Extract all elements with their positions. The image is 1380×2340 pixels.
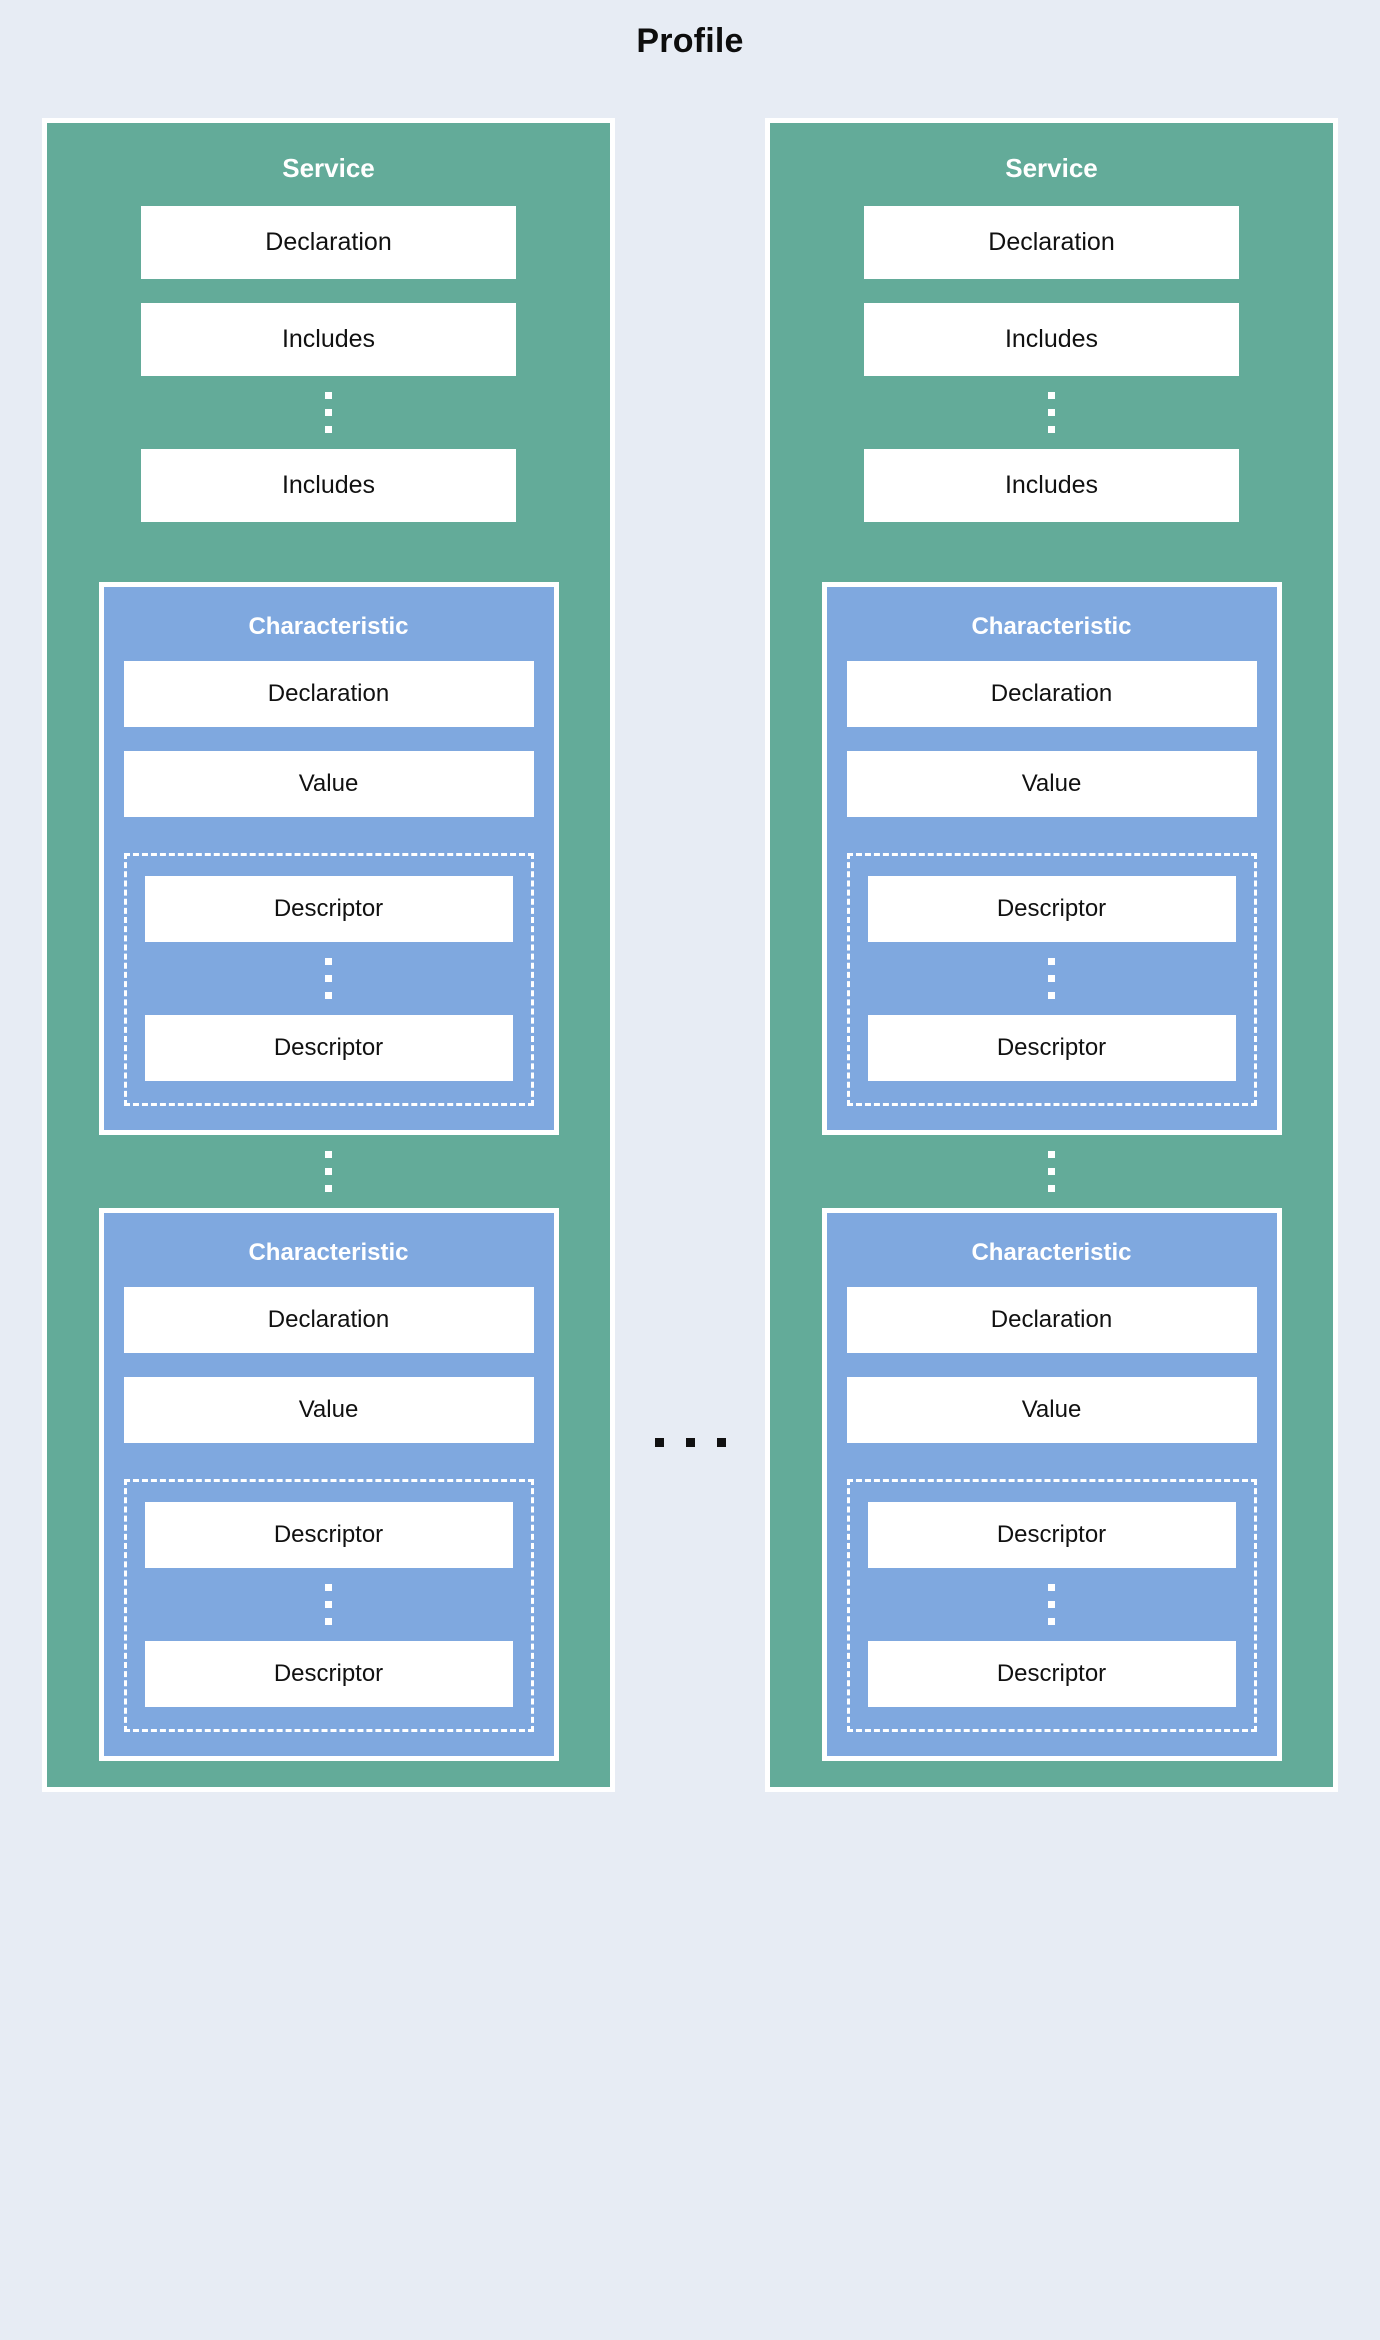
characteristic-box-last: Characteristic Declaration Value Descrip…	[821, 1208, 1282, 1761]
service-includes-box-first: Includes	[141, 303, 516, 376]
ellipsis-dot	[325, 1618, 332, 1625]
ellipsis-dot	[1048, 409, 1055, 416]
ellipsis-dot	[325, 992, 332, 999]
ellipsis-dot	[325, 975, 332, 982]
characteristic-title: Characteristic	[248, 1239, 409, 1266]
ellipsis-dot	[716, 1438, 726, 1447]
characteristic-declaration-box: Declaration	[123, 1287, 534, 1353]
ellipsis-dot	[1048, 1618, 1055, 1625]
vertical-ellipsis-icon	[1048, 942, 1055, 1015]
ellipsis-dot	[1048, 958, 1055, 965]
ellipsis-dot	[1048, 1185, 1055, 1192]
ellipsis-dot	[325, 426, 332, 433]
service-box-left: Service Declaration Includes Includes Ch…	[42, 118, 615, 1792]
descriptor-box-first: Descriptor	[867, 876, 1236, 942]
service-title: Service	[1005, 153, 1098, 183]
service-box-right: Service Declaration Includes Includes Ch…	[765, 118, 1338, 1792]
characteristic-declaration-box: Declaration	[846, 1287, 1257, 1353]
descriptor-box-last: Descriptor	[867, 1641, 1236, 1707]
ellipsis-dot	[1048, 1601, 1055, 1608]
ellipsis-dot	[685, 1438, 695, 1447]
vertical-ellipsis-icon	[1048, 376, 1055, 449]
ellipsis-dot	[325, 1151, 332, 1158]
characteristic-value-box: Value	[846, 1377, 1257, 1443]
descriptor-box-first: Descriptor	[144, 1502, 513, 1568]
ellipsis-dot	[325, 1601, 332, 1608]
characteristic-title: Characteristic	[971, 613, 1132, 640]
ellipsis-dot	[325, 1185, 332, 1192]
service-includes-box-first: Includes	[864, 303, 1239, 376]
ellipsis-dot	[1048, 992, 1055, 999]
column-separator	[615, 118, 765, 1792]
ellipsis-dot	[325, 409, 332, 416]
vertical-ellipsis-icon	[325, 1568, 332, 1641]
ellipsis-dot	[1048, 1168, 1055, 1175]
page-title: Profile	[636, 22, 744, 60]
vertical-ellipsis-icon	[325, 376, 332, 449]
characteristic-box-first: Characteristic Declaration Value Descrip…	[98, 582, 559, 1135]
ellipsis-dot	[325, 392, 332, 399]
characteristic-title: Characteristic	[248, 613, 409, 640]
characteristic-title: Characteristic	[971, 1239, 1132, 1266]
characteristic-box-first: Characteristic Declaration Value Descrip…	[821, 582, 1282, 1135]
characteristic-value-box: Value	[123, 751, 534, 817]
ellipsis-dot	[1048, 426, 1055, 433]
service-declaration-box: Declaration	[864, 206, 1239, 279]
horizontal-ellipsis-icon	[615, 1438, 765, 1447]
descriptor-box-last: Descriptor	[867, 1015, 1236, 1081]
ellipsis-dot	[1048, 1584, 1055, 1591]
service-includes-box-last: Includes	[141, 449, 516, 522]
characteristic-value-box: Value	[123, 1377, 534, 1443]
service-title: Service	[282, 153, 375, 183]
characteristic-box-last: Characteristic Declaration Value Descrip…	[98, 1208, 559, 1761]
service-declaration-box: Declaration	[141, 206, 516, 279]
service-includes-box-last: Includes	[864, 449, 1239, 522]
vertical-ellipsis-icon	[1048, 1135, 1055, 1208]
characteristic-value-box: Value	[846, 751, 1257, 817]
descriptor-box-first: Descriptor	[867, 1502, 1236, 1568]
ellipsis-dot	[1048, 975, 1055, 982]
ellipsis-dot	[325, 1584, 332, 1591]
descriptor-box-last: Descriptor	[144, 1641, 513, 1707]
descriptor-group: Descriptor Descriptor	[123, 1479, 534, 1732]
descriptor-group: Descriptor Descriptor	[846, 1479, 1257, 1732]
vertical-ellipsis-icon	[1048, 1568, 1055, 1641]
characteristic-declaration-box: Declaration	[123, 661, 534, 727]
ellipsis-dot	[325, 1168, 332, 1175]
vertical-ellipsis-icon	[325, 1135, 332, 1208]
descriptor-box-first: Descriptor	[144, 876, 513, 942]
ellipsis-dot	[1048, 1151, 1055, 1158]
descriptor-box-last: Descriptor	[144, 1015, 513, 1081]
service-columns: Service Declaration Includes Includes Ch…	[42, 118, 1338, 1792]
descriptor-group: Descriptor Descriptor	[846, 853, 1257, 1106]
ellipsis-dot	[1048, 392, 1055, 399]
ellipsis-dot	[325, 958, 332, 965]
ellipsis-dot	[654, 1438, 664, 1447]
descriptor-group: Descriptor Descriptor	[123, 853, 534, 1106]
characteristic-declaration-box: Declaration	[846, 661, 1257, 727]
vertical-ellipsis-icon	[325, 942, 332, 1015]
